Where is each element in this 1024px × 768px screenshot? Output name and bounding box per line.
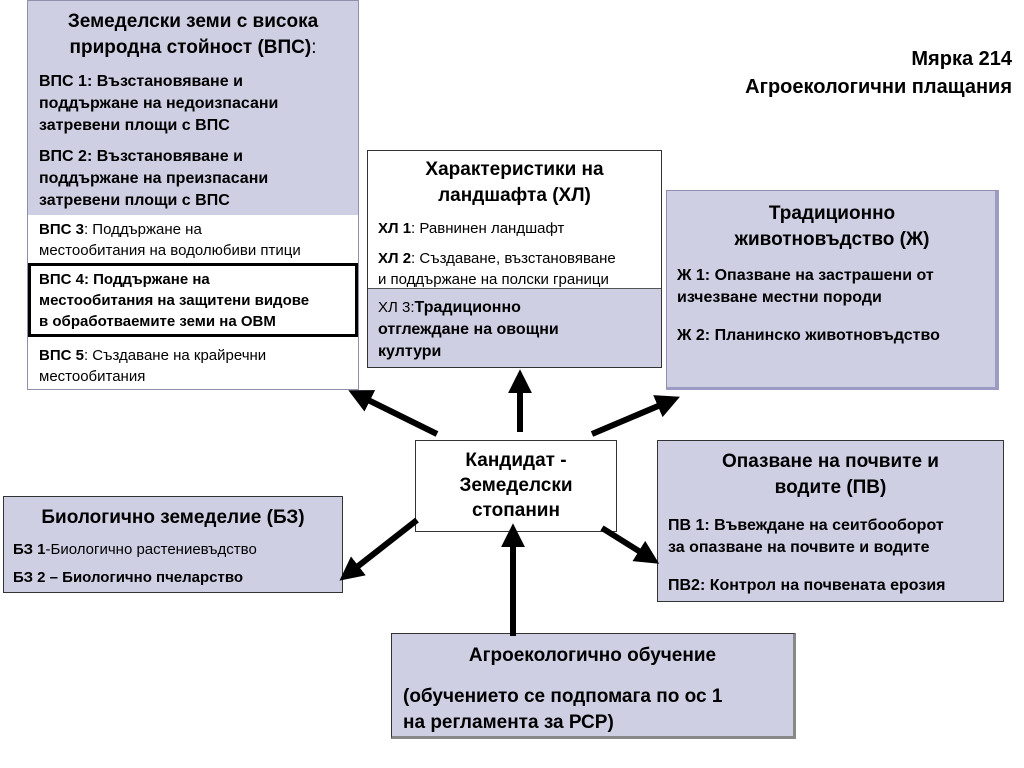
education-box: Агроекологично обучение (обучението се п…	[391, 633, 796, 739]
hl1-item: ХЛ 1: Равнинен ландшафт	[378, 220, 565, 237]
bz-box: Биологично земеделие (БЗ) БЗ 1-Биологичн…	[3, 496, 343, 593]
arrow-to-zh	[590, 395, 680, 437]
measure-title: Агроекологични плащания	[745, 76, 1012, 98]
hl2-item: ХЛ 2: Създаване, възстановяване и поддър…	[378, 250, 616, 288]
bz-title: Биологично земеделие (БЗ)	[41, 507, 305, 528]
bz2-item: БЗ 2 – Биологично пчеларство	[13, 569, 244, 586]
vps4-highlight-frame	[28, 263, 358, 337]
vps-header-panel	[28, 1, 358, 215]
arrow-to-pv	[600, 525, 660, 564]
zh2-item: Ж 2: Планинско животновъдство	[677, 327, 940, 344]
bz1-item: БЗ 1-Биологично растениевъдство	[13, 541, 257, 558]
education-title: Агроекологично обучение	[468, 645, 717, 666]
hl3-panel	[368, 288, 661, 367]
vps5-item: ВПС 5: Създаване на крайречни местообита…	[39, 347, 267, 385]
arrow-to-vps	[348, 390, 439, 437]
vps-title: Земеделски земи с висока природна стойно…	[67, 11, 319, 58]
measure-number: Мярка 214	[911, 48, 1012, 70]
vps3-item: ВПС 3: Поддържане на местообитания на во…	[39, 221, 301, 259]
vps-box: Земеделски земи с висока природна стойно…	[27, 0, 359, 390]
pv2-item: ПВ2: Контрол на почвената ерозия	[668, 577, 946, 594]
hl3-item: ХЛ 3:Традиционно отглеждане на овощни ку…	[378, 299, 559, 360]
arrow-to-bz	[339, 517, 419, 581]
